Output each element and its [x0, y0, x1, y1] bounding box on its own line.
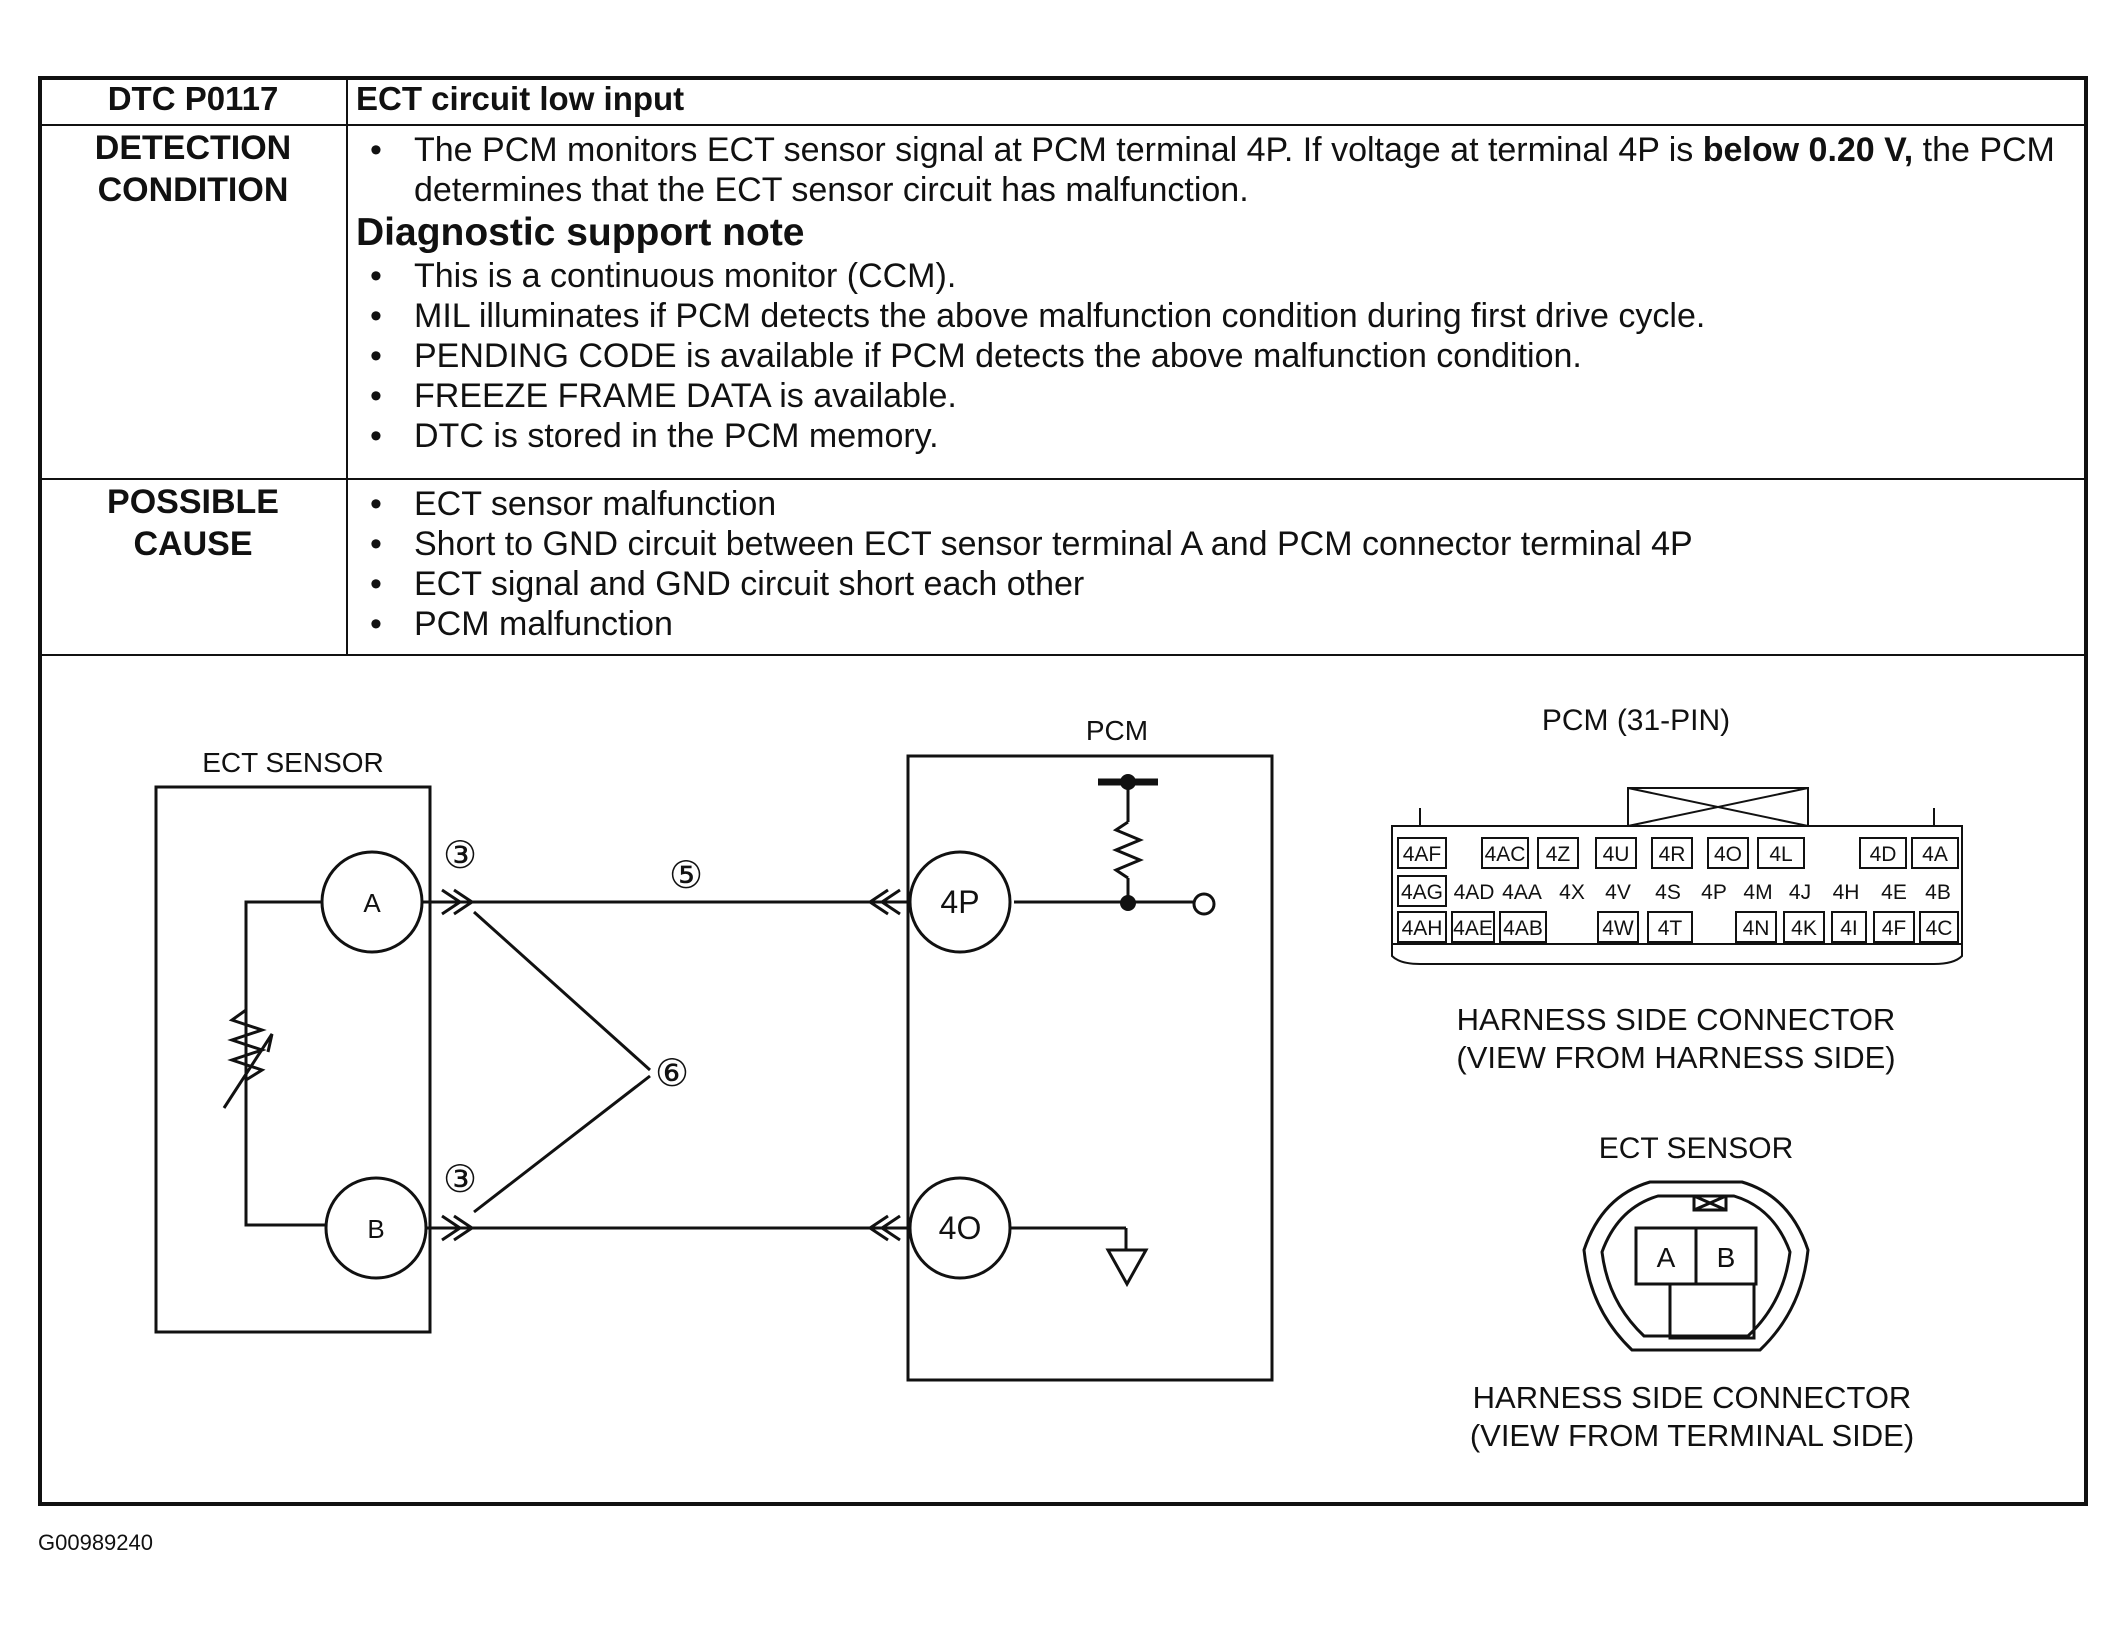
ect-terminal-a — [320, 850, 424, 954]
terminal-a-label: A — [363, 888, 381, 918]
callout-3-bottom: ③ — [443, 1159, 477, 1201]
detection-body: The PCM monitors ECT sensor signal at PC… — [346, 124, 2088, 480]
pcm-connector-caption-line2: (VIEW FROM HARNESS SIDE) — [1456, 1040, 1895, 1075]
dtc-code: DTC P0117 — [38, 76, 348, 126]
dtc-title: ECT circuit low input — [346, 76, 2088, 126]
callout-5: ⑤ — [669, 855, 703, 897]
pin-label: 4D — [1870, 843, 1897, 866]
ect-connector-title: ECT SENSOR — [1599, 1132, 1794, 1165]
pin-label: 4AB — [1503, 917, 1543, 940]
ect-sensor-title: ECT SENSOR — [202, 747, 384, 778]
pin-label: 4H — [1833, 881, 1860, 904]
detection-label-line1: DETECTION — [94, 129, 292, 167]
pin-label: 4Z — [1546, 843, 1571, 866]
monitor-description: The PCM monitors ECT sensor signal at PC… — [356, 130, 2078, 210]
pin-label: 4AA — [1502, 881, 1542, 904]
pin-label: 4AD — [1454, 881, 1495, 904]
pcm-box — [906, 754, 1274, 1382]
pin-label: 4F — [1882, 917, 1907, 940]
pin-label: 4N — [1743, 917, 1770, 940]
detection-label: DETECTION CONDITION — [38, 124, 348, 480]
pcm-connector-caption-line1: HARNESS SIDE CONNECTOR — [1457, 1002, 1896, 1037]
cause-item: ECT sensor malfunction — [356, 484, 2078, 524]
dtc-table: DTC P0117 ECT circuit low input DETECTIO… — [38, 76, 2088, 656]
ground-icon — [1105, 1248, 1149, 1288]
vref-node — [1120, 774, 1136, 790]
diagnostic-note-heading: Diagnostic support note — [356, 211, 805, 254]
pin-label: 4AC — [1485, 843, 1526, 866]
pin-label: 4S — [1655, 881, 1681, 904]
pin-label: 4R — [1659, 843, 1686, 866]
pin-label: 4B — [1925, 881, 1951, 904]
pin-label: 4AH — [1402, 917, 1443, 940]
figure-id: G00989240 — [38, 1530, 153, 1555]
possible-cause-label-line2: CAUSE — [133, 525, 253, 563]
possible-cause-label: POSSIBLE CAUSE — [38, 478, 348, 656]
signal-node — [1120, 895, 1136, 911]
pin-label: 4A — [1922, 843, 1948, 866]
dtc-header-row: DTC P0117 ECT circuit low input — [38, 76, 2088, 126]
cause-item: ECT signal and GND circuit short each ot… — [356, 564, 2078, 604]
note-item: MIL illuminates if PCM detects the above… — [356, 296, 2078, 336]
terminal-4o-label: 4O — [939, 1210, 982, 1246]
note-item: This is a continuous monitor (CCM). — [356, 256, 2078, 296]
pin-label: 4C — [1926, 917, 1953, 940]
pin-label: 4M — [1743, 881, 1772, 904]
ect-pin-a: A — [1657, 1242, 1676, 1273]
possible-cause-label-line1: POSSIBLE — [107, 483, 279, 521]
document-frame — [38, 76, 2088, 1506]
ect-connector-caption-line2: (VIEW FROM TERMINAL SIDE) — [1470, 1418, 1914, 1453]
pin-label: 4I — [1840, 917, 1858, 940]
pin-label: 4K — [1791, 917, 1817, 940]
cause-item: PCM malfunction — [356, 604, 2078, 644]
callout-3-top: ③ — [443, 835, 477, 877]
terminal-4p-label: 4P — [940, 884, 979, 920]
possible-cause-body: ECT sensor malfunction Short to GND circ… — [346, 478, 2088, 656]
pin-label: 4J — [1789, 881, 1811, 904]
pcm-terminal-4p — [908, 850, 1012, 954]
note-item: FREEZE FRAME DATA is available. — [356, 376, 2078, 416]
pcm-connector-title: PCM (31-PIN) — [1542, 704, 1730, 737]
thermistor-icon — [222, 1008, 274, 1109]
pin-label: 4O — [1714, 843, 1742, 866]
pin-label: 4P — [1701, 881, 1727, 904]
detection-label-line2: CONDITION — [97, 171, 289, 209]
pin-label: 4W — [1602, 917, 1634, 940]
pin-label: 4E — [1881, 881, 1907, 904]
pin-label: 4AF — [1403, 843, 1442, 866]
detection-row: DETECTION CONDITION The PCM monitors ECT… — [38, 124, 2088, 480]
voltage-threshold: below 0.20 V, — [1702, 131, 1914, 169]
possible-cause-row: POSSIBLE CAUSE ECT sensor malfunction Sh… — [38, 478, 2088, 656]
note-item: PENDING CODE is available if PCM detects… — [356, 336, 2078, 376]
cause-item: Short to GND circuit between ECT sensor … — [356, 524, 2078, 564]
pcm-connector — [1391, 787, 1963, 965]
callout-6: ⑥ — [655, 1053, 689, 1095]
pin-label: 4U — [1603, 843, 1630, 866]
note-item: DTC is stored in the PCM memory. — [356, 416, 2078, 456]
pcm-title: PCM — [1086, 715, 1148, 746]
pin-label: 4L — [1769, 843, 1792, 866]
terminal-b-label: B — [367, 1214, 384, 1244]
pin-label: 4AG — [1401, 881, 1443, 904]
ect-pin-b: B — [1717, 1242, 1736, 1273]
ect-connector-caption-line1: HARNESS SIDE CONNECTOR — [1473, 1380, 1912, 1415]
ect-connector — [1582, 1180, 1810, 1352]
pin-label: 4T — [1658, 917, 1683, 940]
pin-label: 4V — [1605, 881, 1631, 904]
pullup-resistor-icon — [1112, 782, 1144, 902]
pcm-terminal-4o — [908, 1176, 1012, 1280]
pin-label: 4X — [1559, 881, 1585, 904]
ect-sensor-box — [154, 785, 432, 1334]
ect-terminal-b — [324, 1176, 428, 1280]
pin-label: 4AE — [1453, 917, 1493, 940]
